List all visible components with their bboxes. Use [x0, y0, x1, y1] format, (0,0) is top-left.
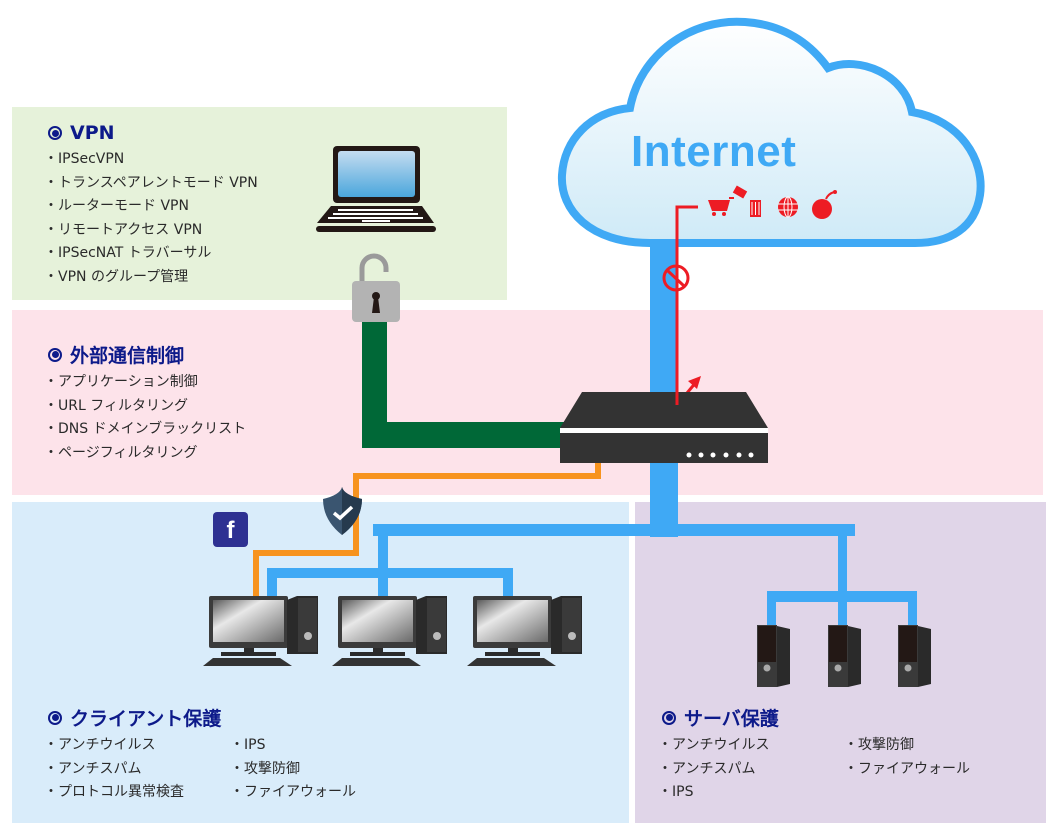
server-protection-list-col2: 攻撃防御 ファイアウォール	[848, 734, 970, 781]
client-protection-list-col1: アンチウイルス アンチスパム プロトコル異常検査	[48, 734, 184, 805]
list-item: ページフィルタリング	[48, 442, 246, 466]
list-item: ルーターモード VPN	[48, 195, 258, 219]
internet-cloud	[557, 17, 985, 247]
client-protection-section-title: クライアント保護	[48, 704, 221, 731]
list-item: ファイアウォール	[848, 758, 970, 782]
bullet-radio-icon	[48, 347, 62, 362]
facebook-icon	[213, 512, 248, 547]
external-control-section-title: 外部通信制御	[48, 341, 184, 368]
list-item: トランスペアレントモード VPN	[48, 172, 258, 196]
facebook-letter: f	[226, 517, 235, 544]
client-computer-3	[467, 596, 582, 666]
block-icon	[662, 264, 690, 292]
client-protection-list-col2: IPS 攻撃防御 ファイアウォール	[234, 734, 356, 805]
server-1	[757, 625, 790, 687]
server-3	[898, 625, 931, 687]
bullet-radio-icon	[48, 710, 62, 725]
list-item: 攻撃防御	[848, 734, 970, 758]
server-protection-section-title: サーバ保護	[662, 704, 779, 731]
list-item: アプリケーション制御	[48, 371, 246, 395]
server-protection-list-col1: アンチウイルス アンチスパム IPS	[662, 734, 769, 805]
list-item: IPSecVPN	[48, 148, 258, 172]
list-item: ファイアウォール	[234, 781, 356, 805]
list-item: IPS	[234, 734, 356, 758]
list-item: アンチスパム	[48, 758, 184, 782]
list-item: IPSecNAT トラバーサル	[48, 242, 258, 266]
list-item: リモートアクセス VPN	[48, 219, 258, 243]
bomb-icon	[812, 190, 837, 219]
unlocked-padlock-icon	[352, 253, 400, 322]
vpn-section-title: VPN	[48, 122, 115, 144]
list-item: IPS	[662, 781, 769, 805]
external-control-feature-list: アプリケーション制御 URL フィルタリング DNS ドメインブラックリスト ペ…	[48, 371, 246, 465]
internet-label: Internet	[631, 127, 797, 176]
globe-icon	[778, 196, 798, 218]
list-item: VPN のグループ管理	[48, 266, 258, 290]
server-2	[828, 625, 861, 687]
router-icon	[560, 392, 768, 463]
client-protection-title-text: クライアント保護	[70, 708, 222, 730]
list-item: URL フィルタリング	[48, 395, 246, 419]
security-shield-icon	[323, 487, 362, 535]
list-item: DNS ドメインブラックリスト	[48, 418, 246, 442]
list-item: アンチウイルス	[662, 734, 769, 758]
shopping-cart-icon	[708, 197, 734, 216]
list-item: 攻撃防御	[234, 758, 356, 782]
bullet-radio-icon	[48, 126, 62, 140]
client-computer-2	[332, 596, 447, 666]
list-item: プロトコル異常検査	[48, 781, 184, 805]
server-protection-title-text: サーバ保護	[684, 708, 779, 730]
vpn-connection-line	[362, 320, 572, 448]
vpn-title-text: VPN	[70, 122, 115, 144]
vpn-feature-list: IPSecVPN トランスペアレントモード VPN ルーターモード VPN リモ…	[48, 148, 258, 289]
list-item: アンチウイルス	[48, 734, 184, 758]
client-computer-1	[203, 596, 318, 666]
bullet-radio-icon	[662, 710, 676, 725]
list-item: アンチスパム	[662, 758, 769, 782]
laptop-icon	[316, 146, 436, 232]
trash-icon	[732, 185, 761, 217]
external-control-title-text: 外部通信制御	[70, 345, 185, 367]
